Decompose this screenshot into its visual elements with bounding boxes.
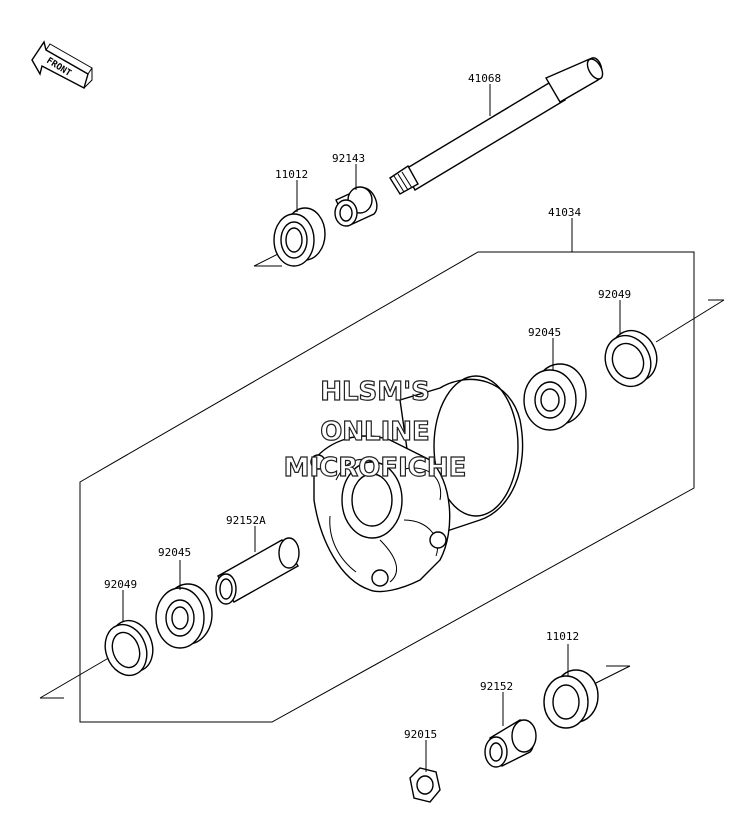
seal-bottom [543,669,599,729]
label-seal-top: 11012 [275,168,308,181]
seal-left [104,619,154,677]
label-collar-bottom: 92152 [480,680,513,693]
watermark: HLSM'S ONLINE MICROFICHE [283,376,467,483]
spacer-tube [215,537,300,605]
seal-top [273,207,326,267]
hub-assembly-frame [79,251,695,723]
seal-right [604,329,658,388]
axle-shaft [389,57,604,195]
leader-lines [122,84,621,772]
collar-top [334,186,378,227]
label-bearing-left: 92045 [158,546,191,559]
watermark-line-3: MICROFICHE [284,453,467,483]
wheel-hub [310,375,524,593]
label-spacer: 92152A [226,514,266,527]
label-seal-bottom: 11012 [546,630,579,643]
bearing-right [523,363,587,431]
label-hub: 41034 [548,206,581,219]
assembly-axis-lines [39,251,725,699]
collar-bottom [484,719,537,768]
bearing-left [155,583,213,649]
label-nut: 92015 [404,728,437,741]
watermark-line-1: HLSM'S [320,377,430,407]
label-seal-left: 92049 [104,578,137,591]
axle-nut [409,767,441,803]
front-arrow-icon: FRONT [31,40,93,90]
label-bearing-right: 92045 [528,326,561,339]
watermark-line-2: ONLINE [320,417,430,447]
label-axle: 41068 [468,72,501,85]
label-seal-right: 92049 [598,288,631,301]
label-collar-top: 92143 [332,152,365,165]
